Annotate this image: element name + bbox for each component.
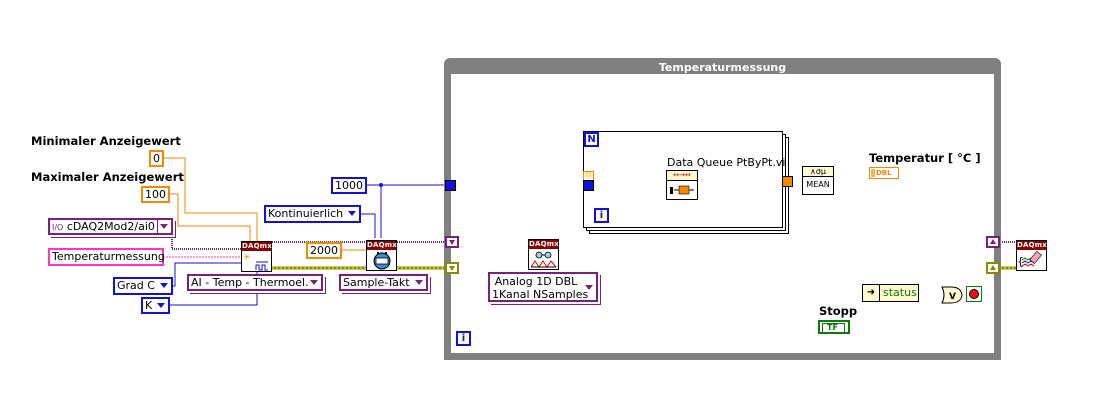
channel-io-icon: I/O (52, 223, 64, 232)
stop-if-true-icon (969, 289, 979, 299)
stop-type: TF (822, 323, 845, 333)
dropdown-arrow-icon (310, 280, 318, 285)
timing-mode-value: Sample-Takt (343, 276, 410, 289)
constant-samples-per-channel[interactable]: 1000 (331, 177, 367, 194)
mean-label: MEAN (806, 180, 830, 189)
tunnel-output[interactable] (782, 176, 793, 187)
triangle-down-icon (449, 266, 455, 271)
constant-sample-rate[interactable]: 2000 (306, 242, 342, 259)
unbundle-status-node[interactable]: ➜ status (862, 284, 919, 302)
wire-task-channel (166, 226, 242, 250)
units-value: Grad C (117, 279, 155, 292)
while-loop-title: Temperaturmessung (658, 61, 787, 74)
wire-junction-1 (379, 183, 383, 187)
clear-task-eraser-icon: { (1017, 250, 1046, 270)
svg-text:✳: ✳ (243, 253, 251, 263)
arrow-right-icon: ➜ (863, 285, 880, 301)
dropdown-arrow-icon (585, 285, 593, 290)
daqmx-header: DAQmx (367, 241, 397, 250)
sample-mode-value: Kontinuierlich (268, 207, 344, 220)
daqmx-header: DAQmx (529, 240, 559, 249)
stopwatch-icon (373, 252, 390, 270)
queue-header-arrows-icon: ↔→↔ (667, 171, 697, 181)
for-loop-count-terminal[interactable]: N (584, 132, 599, 147)
label-temperature-indicator: Temperatur [ °C ] (869, 151, 981, 165)
read-mode-ring[interactable]: Analog 1D DBL 1Kanal NSamples (488, 272, 598, 302)
shift-register-task-left[interactable] (445, 236, 459, 248)
read-glasses-icon (529, 249, 558, 269)
constant-min-value[interactable]: 0 (149, 150, 164, 167)
shift-register-error-left[interactable] (445, 262, 459, 274)
label-max-display: Maximaler Anzeigewert (31, 170, 184, 184)
eraser-icon: { (1017, 250, 1042, 268)
constant-channel-name[interactable]: Temperaturmessung (48, 248, 165, 266)
shift-register-task-right[interactable] (986, 236, 1000, 248)
or-gate-node[interactable]: V (941, 286, 963, 304)
tunnel-samples-in[interactable] (445, 180, 456, 191)
dropdown-arrow-icon (159, 224, 168, 229)
indicator-arrow-icon (871, 169, 875, 177)
status-label: status (883, 286, 917, 299)
wire-max-value (166, 193, 251, 243)
daqmx-header: DAQmx (242, 242, 272, 251)
svg-text:{: { (1017, 255, 1024, 268)
read-mode-line1: Analog 1D DBL (494, 275, 578, 288)
label-stop-control: Stopp (819, 304, 858, 318)
read-mode-line2: 1Kanal NSamples (492, 288, 589, 301)
create-channel-icon: ✳ (242, 251, 271, 271)
triangle-up-icon (990, 239, 996, 244)
wire-min-value (162, 157, 258, 243)
stop-control-terminal[interactable]: TF (818, 320, 850, 334)
triangle-down-icon (449, 240, 455, 245)
thermocouple-type-ring[interactable]: K (141, 297, 171, 314)
daqmx-read-node[interactable]: DAQmx (528, 239, 559, 270)
dropdown-arrow-icon (348, 211, 357, 216)
or-glyph: V (949, 292, 956, 302)
sample-mode-ring[interactable]: Kontinuierlich (264, 205, 362, 223)
mean-ptbypt-node[interactable]: ∧σμ MEAN (802, 166, 834, 195)
daqmx-timing-node[interactable]: DAQmx (366, 240, 397, 271)
statistics-icon: ∧σμ (803, 167, 833, 177)
timing-mode-ring[interactable]: Sample-Takt (339, 274, 428, 291)
physical-channel-constant[interactable]: I/O cDAQ2Mod2/ai0 (48, 218, 173, 235)
while-loop-iteration-terminal[interactable]: i (456, 331, 471, 346)
physical-channel-value: cDAQ2Mod2/ai0 (66, 220, 155, 233)
constant-max-value[interactable]: 100 (141, 186, 170, 203)
daqmx-create-channel-node[interactable]: DAQmx ✳ (241, 241, 272, 272)
dropdown-arrow-icon (159, 283, 168, 288)
thermocouple-type-value: K (145, 299, 153, 312)
queue-buffer-icon (670, 185, 694, 195)
glasses-waveform-icon (530, 251, 557, 268)
temperature-indicator-terminal[interactable]: DBL (869, 167, 899, 179)
data-queue-ptbypt-node[interactable]: ↔→↔ (666, 170, 698, 200)
label-data-queue-vi: Data Queue PtByPt.vi (667, 156, 786, 169)
sparkle-waveform-icon: ✳ (243, 253, 268, 271)
triangle-up-icon (990, 265, 996, 270)
shift-register-error-right[interactable] (986, 262, 1000, 274)
timing-clock-icon (367, 250, 396, 270)
daqmx-clear-task-node[interactable]: DAQmx { (1016, 240, 1047, 271)
create-channel-mode-value: AI - Temp - Thermoel. (191, 276, 309, 289)
tunnel-queue-size[interactable] (583, 180, 594, 191)
for-loop-iteration-terminal[interactable]: i (594, 208, 609, 223)
dropdown-arrow-icon (157, 303, 166, 308)
daqmx-header: DAQmx (1017, 241, 1047, 250)
dropdown-arrow-icon (414, 280, 423, 285)
loop-condition-stop-terminal[interactable] (966, 286, 982, 302)
indicator-type: DBL (876, 169, 892, 177)
label-min-display: Minimaler Anzeigewert (31, 134, 181, 148)
units-ring[interactable]: Grad C (113, 277, 173, 295)
create-channel-mode-ring[interactable]: AI - Temp - Thermoel. (187, 274, 323, 291)
